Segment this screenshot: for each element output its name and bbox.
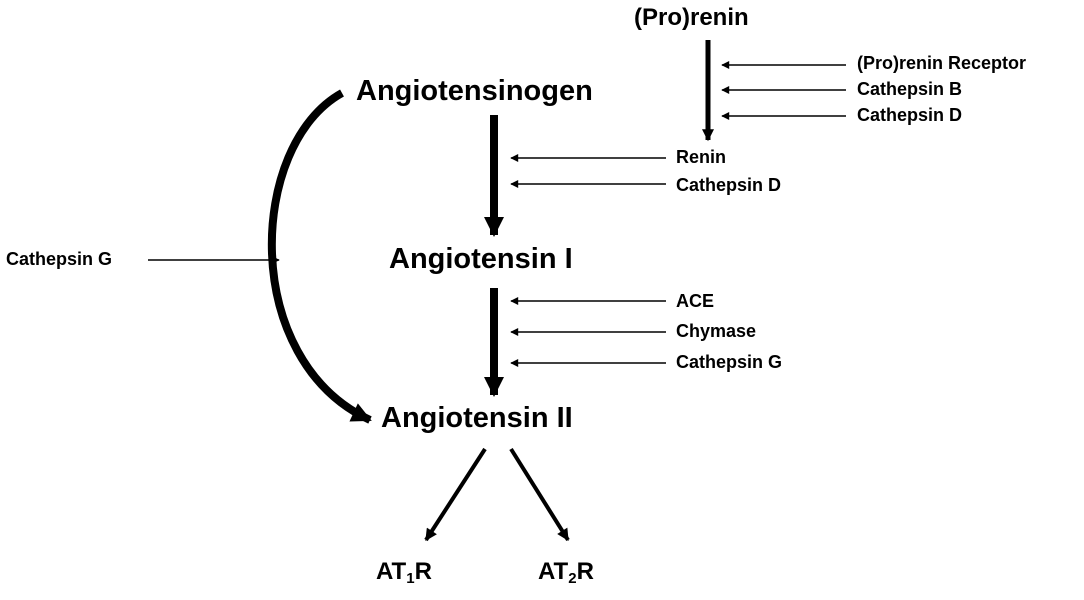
- at1r-subscript: 1: [406, 570, 415, 587]
- cathepsin-d-mid-label: Cathepsin D: [676, 175, 782, 195]
- at1r-prefix: AT: [376, 558, 407, 585]
- angiotensin-ii-label: Angiotensin II: [381, 402, 573, 434]
- cathepsin-b-label: Cathepsin B: [857, 79, 963, 99]
- prorenin-label: (Pro)renin: [634, 4, 749, 31]
- at1r-label: AT1R: [376, 558, 432, 587]
- direct-pathway-curve-arrow: [268, 89, 372, 424]
- prorenin-receptor-label: (Pro)renin Receptor: [857, 53, 1027, 73]
- at2r-subscript: 2: [568, 570, 577, 587]
- at2r-prefix: AT: [538, 558, 569, 585]
- ace-label: ACE: [676, 291, 715, 311]
- cathepsin-g-left-label: Cathepsin G: [6, 249, 113, 269]
- angiotensin-ii-to-at2r-arrow: [509, 447, 570, 542]
- cathepsin-g-mid-label: Cathepsin G: [676, 352, 783, 372]
- cathepsin-d-top-label: Cathepsin D: [857, 105, 963, 125]
- at2r-label: AT2R: [538, 558, 594, 587]
- angiotensin-i-label: Angiotensin I: [389, 243, 573, 275]
- angiotensinogen-label: Angiotensinogen: [356, 75, 593, 107]
- chymase-label: Chymase: [676, 321, 757, 341]
- renin-label: Renin: [676, 147, 727, 167]
- at1r-suffix: R: [414, 558, 432, 585]
- at2r-suffix: R: [576, 558, 594, 585]
- angiotensin-ii-to-at1r-arrow: [424, 447, 487, 542]
